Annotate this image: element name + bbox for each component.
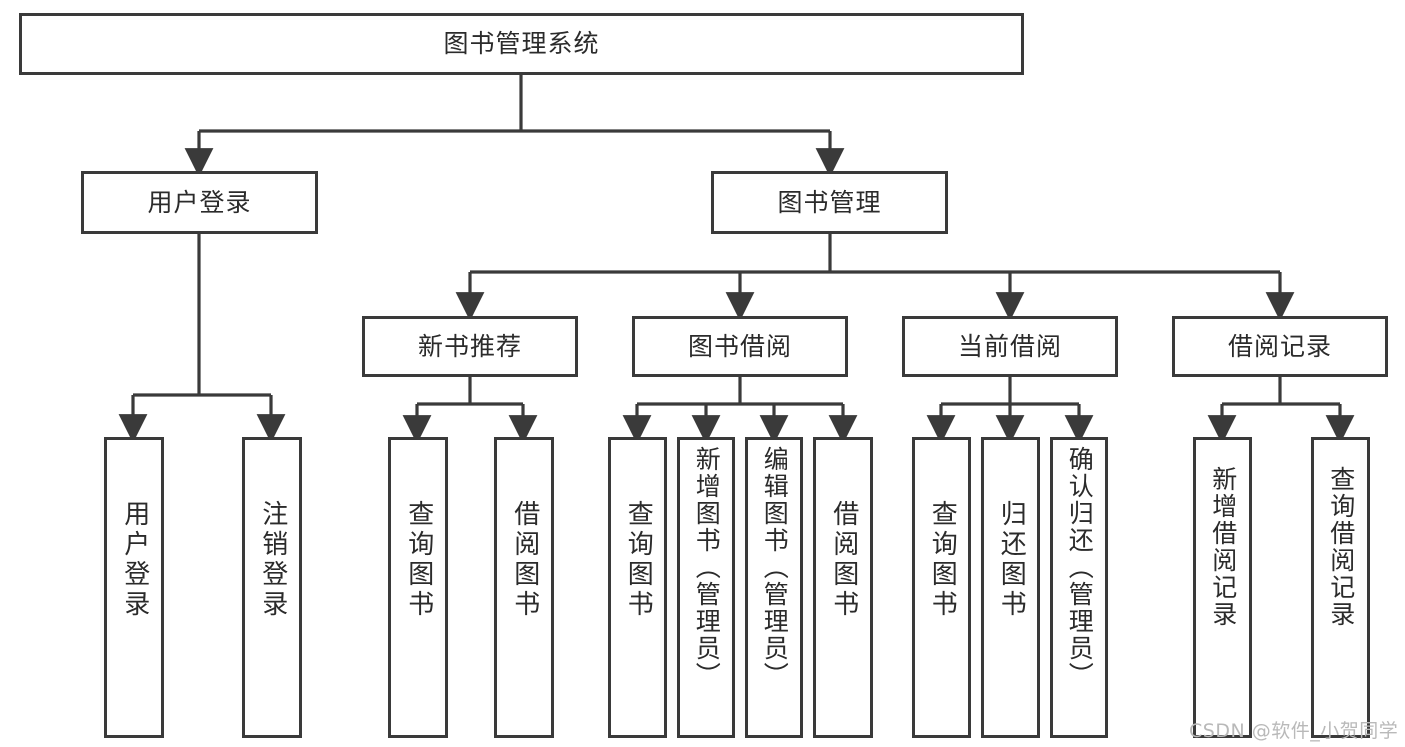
node-new-book-rec-label: 新书推荐 [417,331,522,361]
watermark-credit: CSDN @软件_小贺同学 [1189,720,1399,742]
leaf-borrow-book-1-label: 借阅图书 [509,500,540,620]
leaf-edit-book[interactable]: 编辑图书（管理员） [745,437,803,738]
node-new-book-rec[interactable]: 新书推荐 [362,316,578,377]
node-book-manage-label: 图书管理 [777,187,882,217]
node-root[interactable]: 图书管理系统 [19,13,1024,75]
node-borrow-record-label: 借阅记录 [1227,331,1332,361]
leaf-borrow-book-1[interactable]: 借阅图书 [494,437,554,738]
leaf-borrow-book-2[interactable]: 借阅图书 [813,437,873,738]
leaf-query-book-3-label: 查询图书 [927,500,958,620]
node-book-borrow-label: 图书借阅 [687,331,792,361]
node-user-login[interactable]: 用户登录 [81,171,318,234]
leaf-query-book-1-label: 查询图书 [403,500,434,620]
leaf-user-logout[interactable]: 注销登录 [242,437,302,738]
leaf-borrow-book-2-label: 借阅图书 [828,500,859,620]
leaf-query-book-2-label: 查询图书 [623,500,654,620]
leaf-query-record-label: 查询借阅记录 [1326,466,1356,628]
leaf-user-login[interactable]: 用户登录 [104,437,164,738]
leaf-add-book[interactable]: 新增图书（管理员） [677,437,735,738]
node-current-borrow[interactable]: 当前借阅 [902,316,1118,377]
leaf-confirm-return[interactable]: 确认归还（管理员） [1050,437,1108,738]
leaf-return-book-label: 归还图书 [996,500,1027,620]
leaf-user-logout-label: 注销登录 [257,500,288,620]
leaf-query-book-2[interactable]: 查询图书 [608,437,667,738]
node-book-manage[interactable]: 图书管理 [711,171,948,234]
node-user-login-label: 用户登录 [147,187,252,217]
leaf-add-record-label: 新增借阅记录 [1208,466,1238,628]
leaf-query-record[interactable]: 查询借阅记录 [1311,437,1370,738]
leaf-query-book-3[interactable]: 查询图书 [912,437,971,738]
leaf-add-record[interactable]: 新增借阅记录 [1193,437,1252,738]
leaf-user-login-label: 用户登录 [119,500,150,620]
node-root-label: 图书管理系统 [443,29,600,58]
leaf-confirm-return-label: 确认归还（管理员） [1065,446,1095,689]
leaf-query-book-1[interactable]: 查询图书 [388,437,448,738]
leaf-add-book-label: 新增图书（管理员） [692,446,722,689]
node-current-borrow-label: 当前借阅 [957,331,1062,361]
leaf-return-book[interactable]: 归还图书 [981,437,1040,738]
leaf-edit-book-label: 编辑图书（管理员） [760,446,790,689]
node-book-borrow[interactable]: 图书借阅 [632,316,848,377]
node-borrow-record[interactable]: 借阅记录 [1172,316,1388,377]
